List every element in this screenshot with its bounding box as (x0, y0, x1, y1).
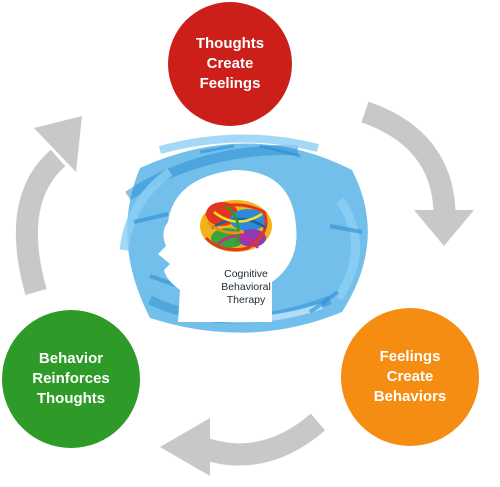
scribble-brain-icon (200, 200, 272, 252)
node-thoughts-line-1: Thoughts (195, 35, 265, 52)
arrow-feelings-to-behavior-icon (160, 413, 326, 476)
node-behavior-line-1: Behavior (38, 350, 104, 367)
node-feelings-line-2: Create (386, 368, 434, 385)
node-thoughts: Thoughts Create Feelings (168, 2, 292, 126)
node-thoughts-line-3: Feelings (199, 75, 261, 92)
center-label-line-1: Cognitive (224, 268, 268, 280)
node-thoughts-label: Thoughts Create Feelings (196, 34, 264, 94)
center-label-line-3: Therapy (226, 294, 266, 306)
arrow-behavior-to-thoughts-icon (15, 116, 82, 295)
node-feelings: Feelings Create Behaviors (341, 308, 479, 446)
node-behavior: Behavior Reinforces Thoughts (2, 310, 140, 448)
node-feelings-line-3: Behaviors (373, 388, 447, 405)
node-thoughts-line-2: Create (206, 55, 254, 72)
center-label: Cognitive Behavioral Therapy (196, 268, 296, 307)
node-behavior-line-2: Reinforces (32, 370, 110, 387)
node-behavior-line-3: Thoughts (36, 390, 106, 407)
node-feelings-line-1: Feelings (379, 348, 441, 365)
node-feelings-label: Feelings Create Behaviors (374, 347, 447, 407)
node-behavior-label: Behavior Reinforces Thoughts (32, 349, 110, 409)
arrow-thoughts-to-feelings-icon (361, 101, 474, 246)
center-label-line-2: Behavioral (221, 281, 271, 293)
